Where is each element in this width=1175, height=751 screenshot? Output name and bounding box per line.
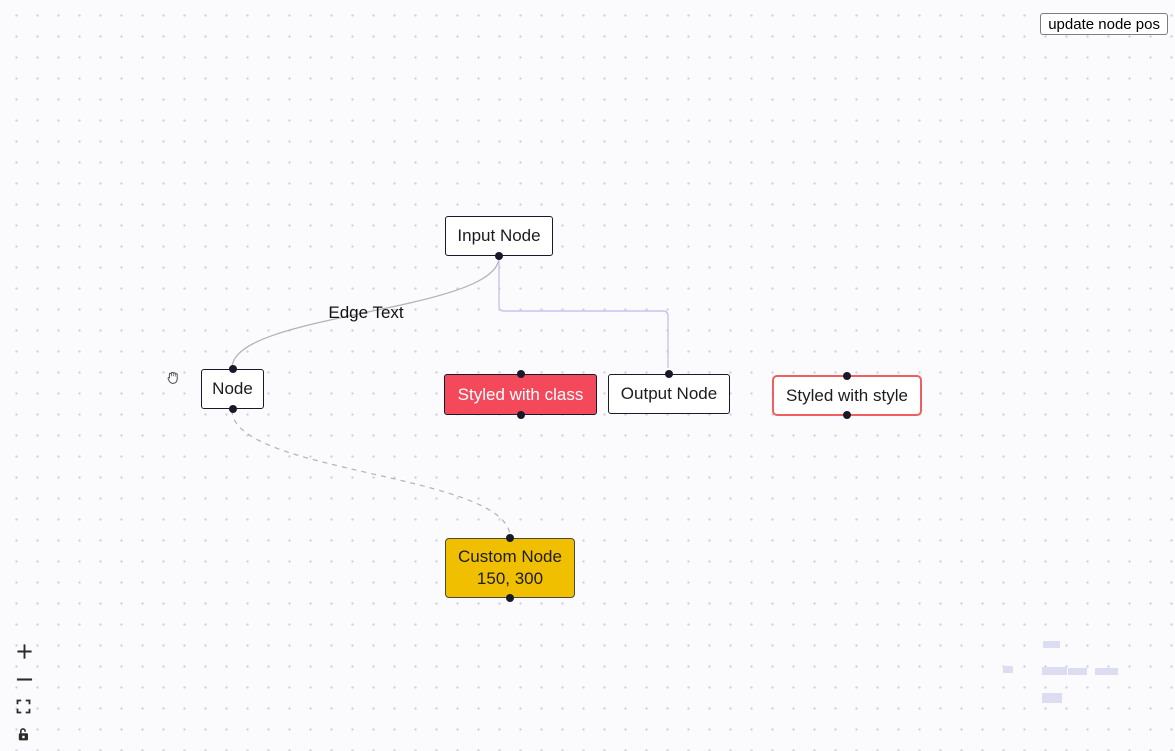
edge-input-to-output[interactable]: [498, 257, 669, 368]
edge-label[interactable]: Edge Text: [328, 303, 404, 322]
minimap-node-custom: [1042, 693, 1062, 703]
grab-hand-cursor-icon: [164, 369, 182, 387]
fit-view-button[interactable]: [16, 696, 38, 716]
minimap[interactable]: [985, 625, 1175, 751]
node-input-label: Input Node: [457, 226, 541, 245]
lock-icon: [18, 728, 28, 741]
source-handle[interactable]: [506, 594, 514, 602]
source-handle[interactable]: [495, 252, 503, 260]
lock-button[interactable]: [16, 724, 38, 744]
minimap-node-output: [1068, 668, 1087, 675]
node-output-label: Output Node: [620, 384, 718, 403]
node-default[interactable]: Node: [201, 365, 264, 413]
edge-input-to-node[interactable]: [231, 256, 500, 369]
node-custom-label-line1: Custom Node: [458, 547, 562, 566]
target-handle[interactable]: [843, 372, 851, 380]
node-styled-with-style-label: Styled with style: [786, 385, 908, 405]
target-handle[interactable]: [506, 534, 514, 542]
node-styled-with-class-label: Styled with class: [457, 384, 584, 404]
target-handle[interactable]: [665, 370, 673, 378]
fit-view-icon: [16, 699, 31, 713]
plus-icon: [17, 643, 32, 659]
update-node-pos-button[interactable]: update node pos: [1040, 13, 1168, 35]
target-handle[interactable]: [516, 370, 525, 378]
node-custom[interactable]: Custom Node 150, 300: [445, 534, 575, 602]
node-output[interactable]: Output Node: [608, 370, 730, 414]
minimap-node-styled-style: [1095, 668, 1118, 675]
source-handle[interactable]: [228, 405, 237, 413]
node-custom-label-line2: 150, 300: [476, 569, 544, 588]
node-styled-with-class[interactable]: Styled with class: [444, 370, 597, 419]
minimap-node-styled-class: [1042, 667, 1067, 675]
minimap-node-input: [1043, 641, 1060, 648]
node-input[interactable]: Input Node: [445, 216, 553, 260]
source-handle[interactable]: [516, 411, 525, 419]
edge-node-to-custom[interactable]: [231, 409, 511, 538]
minus-icon: [16, 677, 33, 681]
flow-controls: [16, 641, 40, 751]
node-styled-with-style[interactable]: Styled with style: [772, 372, 922, 419]
source-handle[interactable]: [843, 411, 851, 419]
zoom-in-button[interactable]: [16, 641, 38, 661]
target-handle[interactable]: [228, 365, 237, 373]
zoom-out-button[interactable]: [16, 669, 38, 689]
minimap-node-node: [1003, 666, 1013, 673]
node-default-label: Node: [212, 379, 253, 398]
